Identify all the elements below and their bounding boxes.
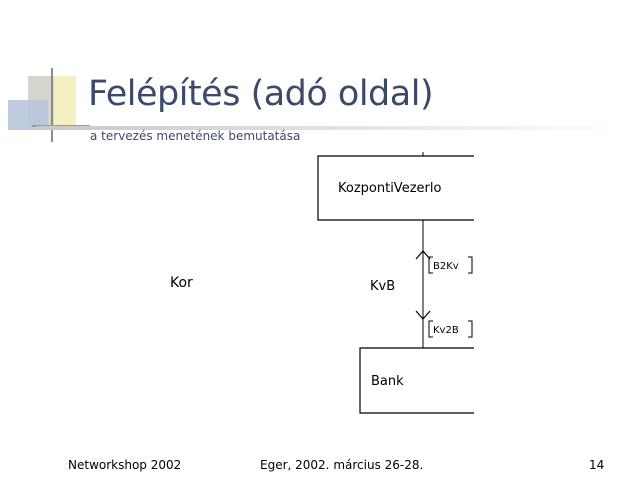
page-number: 14 [589, 458, 605, 472]
bank-label: Bank [371, 374, 404, 389]
kvb-label: KvB [370, 279, 395, 294]
arrow-down-icon [415, 310, 431, 320]
footer-location-date: Eger, 2002. március 26-28. [260, 458, 424, 472]
kv2b-label: Kv2B [433, 325, 459, 336]
central-controller-label: KozpontiVezerlo [338, 181, 441, 196]
central-controller-box: KozpontiVezerlo [317, 152, 474, 221]
footer-conference: Networkshop 2002 [68, 458, 182, 472]
arrow-up-icon [415, 250, 431, 260]
slide-title: Felépítés (adó oldal) [88, 74, 434, 114]
kor-label: Kor [170, 275, 193, 291]
b2kv-label: B2Kv [433, 261, 459, 272]
b2kv-message: B2Kv [428, 256, 473, 274]
title-underline [36, 126, 626, 130]
bank-box: Bank [359, 347, 474, 414]
kv2b-message: Kv2B [428, 320, 473, 338]
kvb-link: KvB [370, 220, 431, 348]
slide-subtitle: a tervezés menetének bemutatása [90, 129, 301, 143]
